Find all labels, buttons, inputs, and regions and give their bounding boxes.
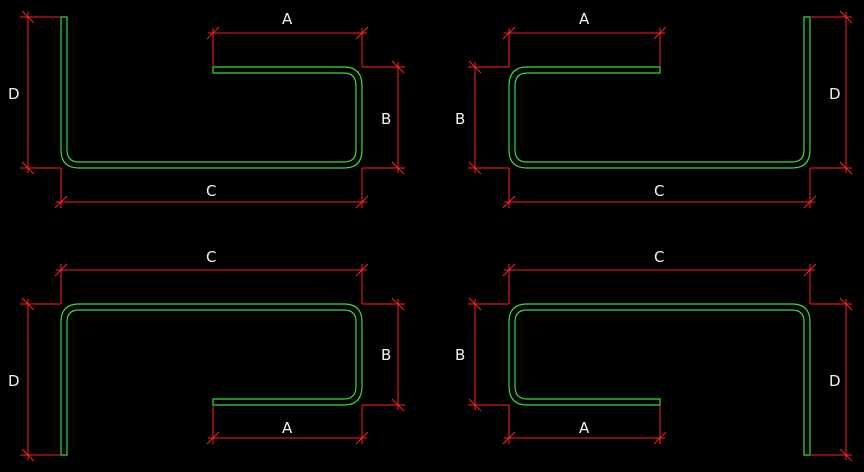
dim-d-top-right — [810, 10, 853, 175]
label-c-bottom-left: C — [206, 248, 216, 266]
bar-bottom-left-outer — [60, 303, 363, 456]
dim-b-bottom-right — [468, 297, 509, 412]
bar-top-right-outer — [508, 16, 811, 169]
shape-top-right: A B D C — [455, 10, 853, 209]
label-a-bottom-left: A — [282, 419, 293, 437]
label-c-top-right: C — [654, 182, 664, 200]
dim-d-bottom-left — [20, 297, 61, 462]
label-a-top-right: A — [579, 10, 590, 28]
dim-c-top-left — [54, 168, 369, 209]
label-b-top-right: B — [455, 110, 465, 128]
label-d-top-right: D — [829, 85, 841, 103]
dim-b-top-left — [362, 60, 405, 175]
dim-a-bottom-left — [206, 405, 369, 445]
bar-top-left-outer — [60, 16, 363, 169]
dim-c-top-right — [502, 168, 817, 209]
dim-a-top-right — [502, 26, 667, 67]
label-a-bottom-right: A — [579, 419, 590, 437]
label-d-bottom-right: D — [829, 372, 841, 390]
dim-b-top-right — [468, 60, 509, 175]
label-c-top-left: C — [206, 182, 216, 200]
label-d-bottom-left: D — [8, 372, 20, 390]
bar-bottom-right-outer — [508, 303, 811, 456]
label-c-bottom-right: C — [654, 248, 664, 266]
shape-top-left: D A B C — [8, 10, 405, 209]
dim-d-bottom-right — [810, 297, 853, 462]
label-b-bottom-left: B — [381, 346, 391, 364]
shape-bottom-right: C B D A — [455, 248, 853, 462]
dim-a-bottom-right — [502, 405, 667, 445]
label-b-bottom-right: B — [455, 346, 465, 364]
dim-a-top-left — [206, 26, 369, 67]
label-b-top-left: B — [381, 110, 391, 128]
dim-c-bottom-left — [54, 263, 369, 304]
dim-b-bottom-left — [362, 297, 405, 412]
dim-d-top-left — [20, 10, 61, 175]
label-d-top-left: D — [8, 85, 20, 103]
label-a-top-left: A — [282, 10, 293, 28]
shape-bottom-left: C D B A — [8, 248, 405, 462]
dim-c-bottom-right — [502, 263, 817, 304]
